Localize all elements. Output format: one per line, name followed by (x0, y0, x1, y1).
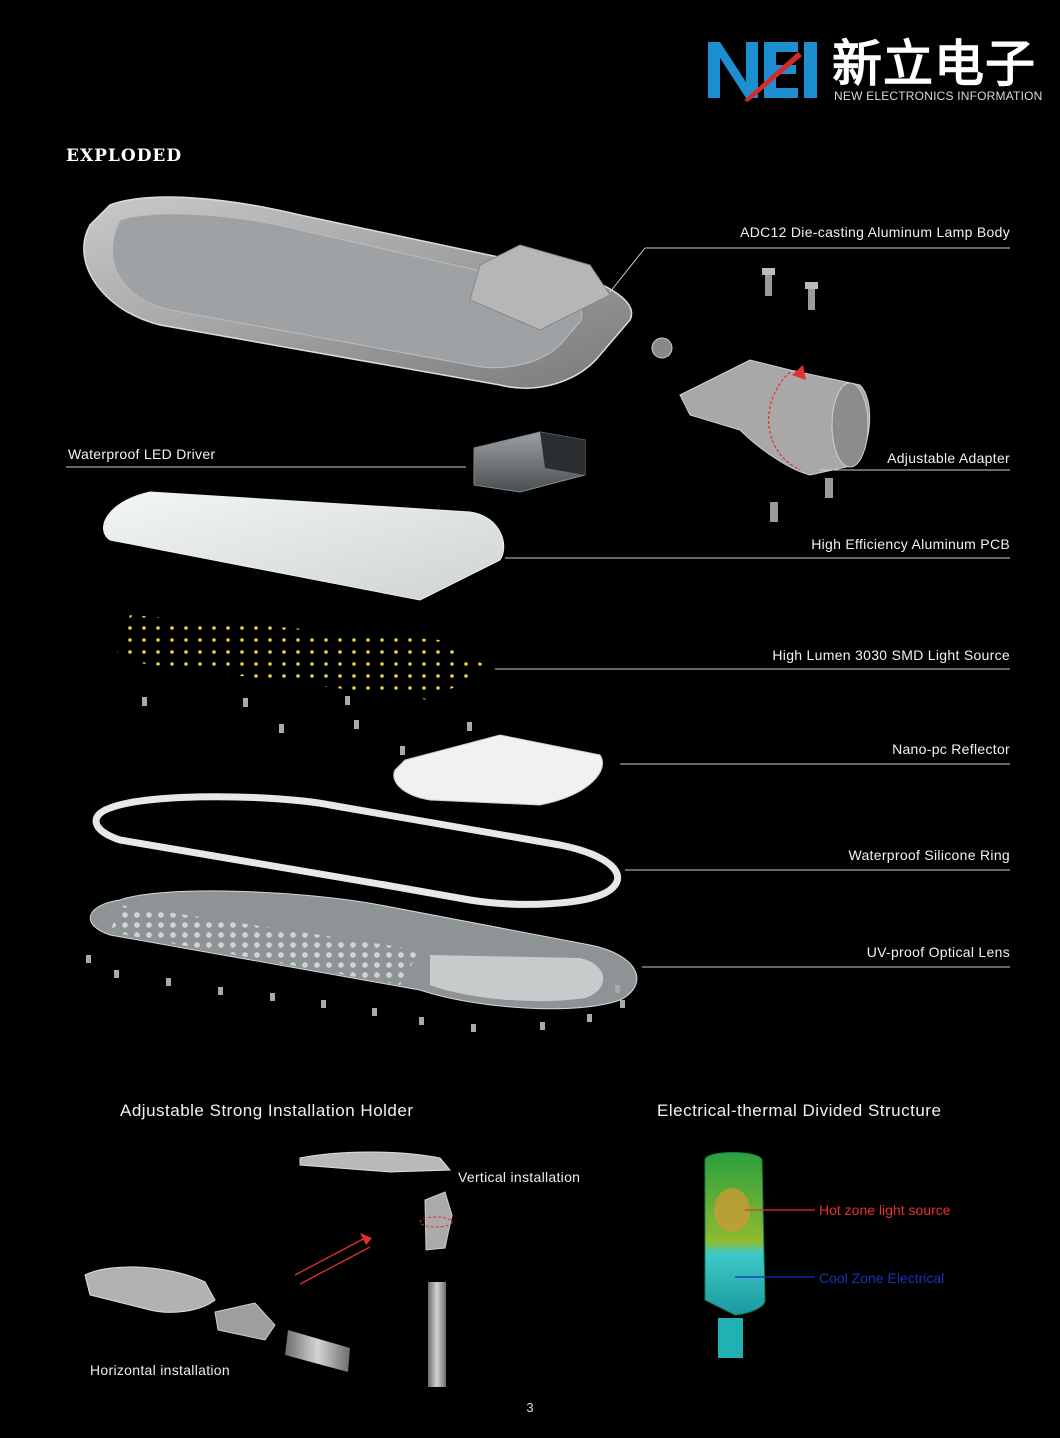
label-reflector: Nano-pc Reflector (892, 741, 1010, 757)
reflector-drawing (393, 734, 603, 806)
label-pcb: High Efficiency Aluminum PCB (811, 536, 1010, 552)
brand-logo-mark (708, 42, 817, 102)
horizontal-installation-label: Horizontal installation (90, 1362, 230, 1378)
page-number: 3 (526, 1400, 534, 1415)
horizontal-installation-drawing (84, 1266, 350, 1372)
lamp-body-drawing (83, 196, 633, 389)
silicone-ring-drawing (92, 793, 622, 908)
pole-vertical-drawing (428, 1282, 446, 1387)
led-array-drawing (115, 615, 490, 700)
brand-name-en: NEW ELECTRONICS INFORMATION (834, 89, 1043, 103)
thermal-diagram (704, 1152, 766, 1358)
brand-name-cn: 新立电子 (832, 35, 1036, 93)
label-led-driver: Waterproof LED Driver (68, 446, 216, 462)
installation-title: Adjustable Strong Installation Holder (120, 1101, 414, 1120)
adapter-drawing (679, 359, 871, 476)
vertical-installation-drawing (299, 1151, 453, 1251)
led-driver-drawing (473, 431, 586, 493)
thermal-title: Electrical-thermal Divided Structure (657, 1101, 942, 1120)
label-silicone-ring: Waterproof Silicone Ring (848, 847, 1010, 863)
label-optical-lens: UV-proof Optical Lens (866, 944, 1010, 960)
hot-zone-label: Hot zone light source (819, 1202, 951, 1218)
pcb-drawing (103, 491, 505, 601)
label-lamp-body: ADC12 Die-casting Aluminum Lamp Body (740, 224, 1010, 240)
optical-lens-drawing (89, 890, 638, 1010)
vertical-installation-label: Vertical installation (458, 1169, 581, 1185)
cool-zone-label: Cool Zone Electrical (819, 1270, 945, 1286)
label-light-source: High Lumen 3030 SMD Light Source (772, 647, 1010, 663)
label-adapter: Adjustable Adapter (887, 450, 1010, 466)
section-title: EXPLODED (66, 146, 183, 166)
